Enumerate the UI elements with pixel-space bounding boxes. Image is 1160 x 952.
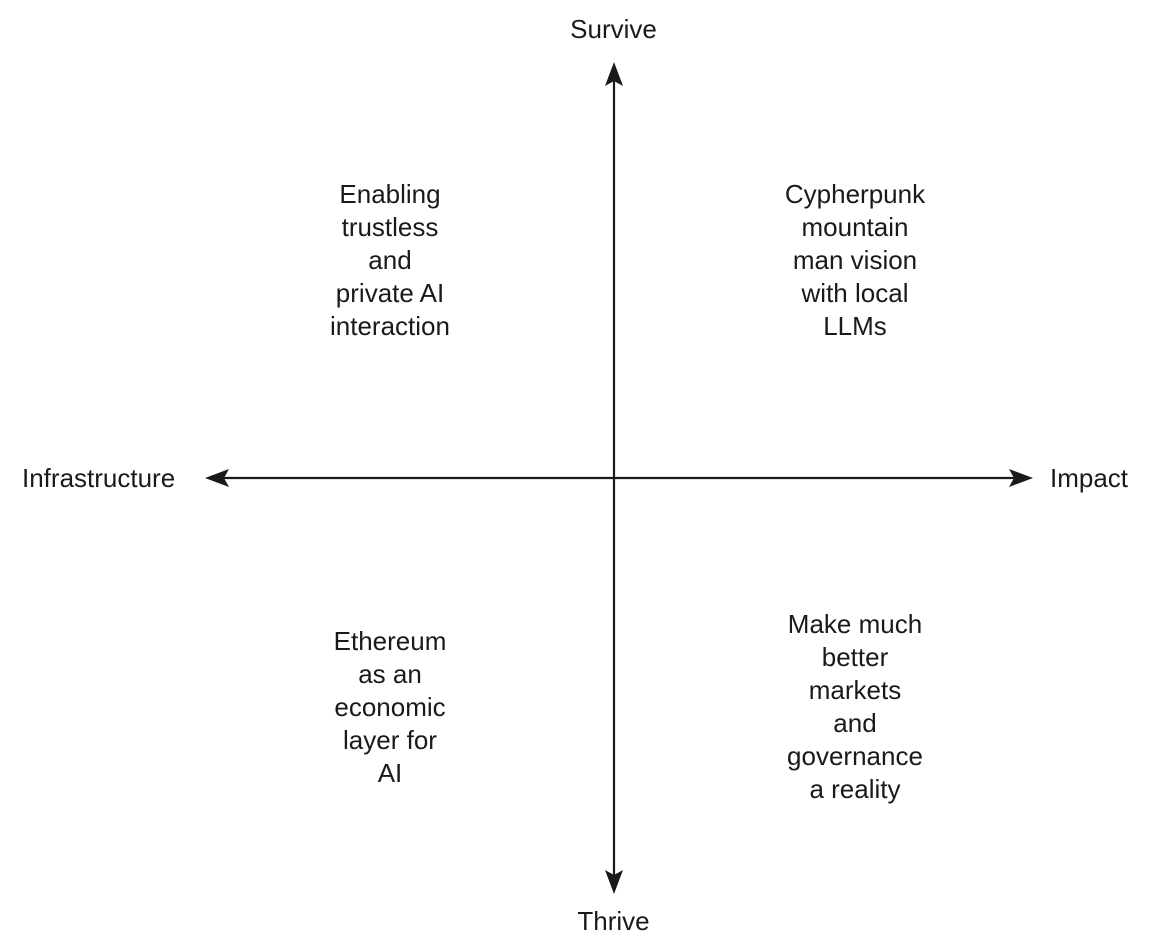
arrowhead-down-icon xyxy=(605,870,623,894)
quadrant-text-line: layer for xyxy=(343,725,437,755)
quadrant-text-line: markets xyxy=(808,675,902,705)
quadrant-text-line: trustless xyxy=(341,212,439,242)
quadrant-text-line: and xyxy=(368,245,412,275)
quadrant-text-line: better xyxy=(821,642,889,672)
quadrant-text-line: Enabling xyxy=(339,179,441,209)
quadrant-text-line: LLMs xyxy=(823,311,887,341)
quadrant-text-line: mountain xyxy=(801,212,909,242)
quadrant-label-top-right: Cypherpunk mountain man vision with loca… xyxy=(735,178,975,343)
quadrant-label-bottom-left: Ethereum as an economic layer for AI xyxy=(270,625,510,790)
axis-label-thrive: Thrive xyxy=(577,906,650,936)
quadrant-text-line: man vision xyxy=(792,245,918,275)
arrowhead-up-icon xyxy=(605,62,623,86)
axis-label-impact: Impact xyxy=(1050,463,1129,493)
quadrant-text-line: as an xyxy=(358,659,422,689)
quadrant-text-line: AI xyxy=(377,758,403,788)
quadrant-text-line: and xyxy=(833,708,877,738)
quadrant-text-line: a reality xyxy=(809,774,901,804)
quadrant-text-line: Cypherpunk xyxy=(784,179,926,209)
quadrant-text-line: Ethereum xyxy=(333,626,447,656)
quadrant-text-line: economic xyxy=(334,692,446,722)
axis-label-survive: Survive xyxy=(570,14,657,44)
arrowhead-right-icon xyxy=(1009,469,1033,487)
quadrant-text-line: interaction xyxy=(330,311,450,341)
quadrant-text-line: governance xyxy=(787,741,923,771)
quadrant-text-line: private AI xyxy=(335,278,445,308)
quadrant-label-top-left: Enabling trustless and private AI intera… xyxy=(270,178,510,343)
arrowhead-left-icon xyxy=(205,469,229,487)
quadrant-text-line: with local xyxy=(801,278,909,308)
axis-label-infrastructure: Infrastructure xyxy=(22,463,176,493)
quadrant-label-bottom-right: Make much better markets and governance … xyxy=(735,608,975,806)
quadrant-text-line: Make much xyxy=(787,609,923,639)
